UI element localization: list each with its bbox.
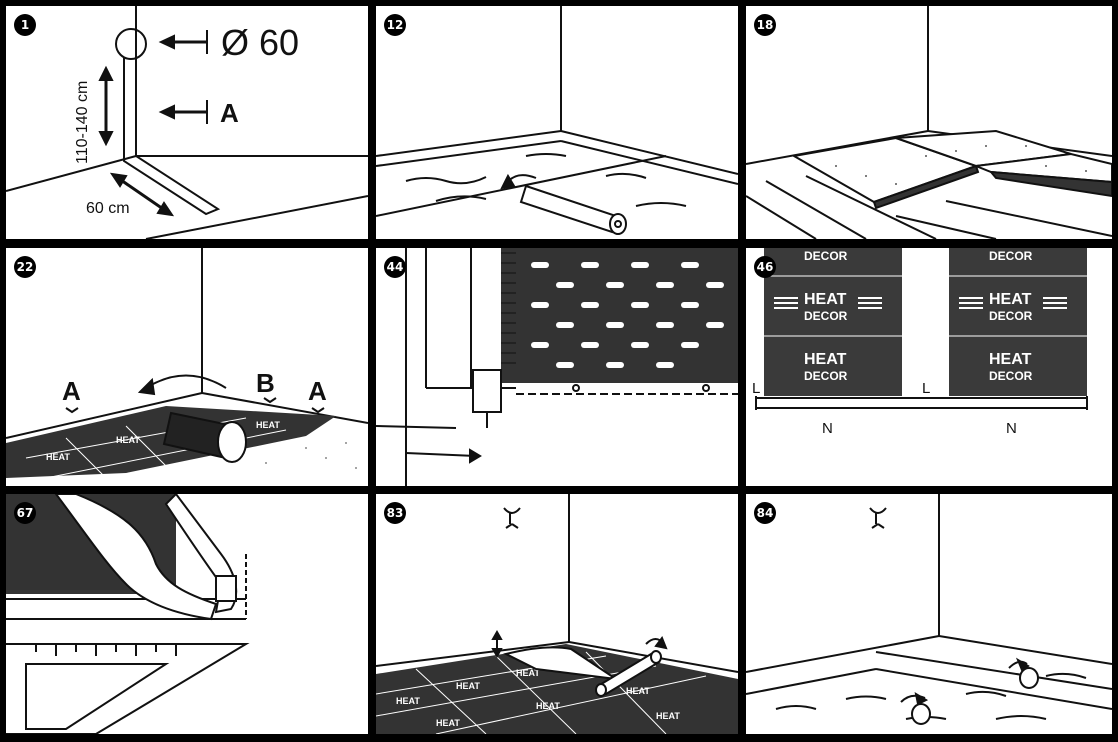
label-b: B: [256, 368, 275, 398]
step-badge: 46: [754, 256, 776, 278]
step-badge: 1: [14, 14, 36, 36]
insulation-boards-illustration: [746, 6, 1112, 239]
svg-text:HEAT: HEAT: [396, 696, 420, 706]
step-badge: 84: [754, 502, 776, 524]
panel-step-44: 44: [376, 248, 738, 486]
floor-panels-illustration: [746, 494, 1112, 725]
svg-text:HEAT: HEAT: [656, 711, 680, 721]
mat-decor-text: DECOR: [804, 249, 848, 263]
mat-heat-text: HEAT: [804, 351, 847, 368]
thermostat-installation-illustration: [6, 6, 368, 239]
step-badge: 22: [14, 256, 36, 278]
svg-text:HEAT: HEAT: [516, 668, 540, 678]
panel-step-83: 83 HEAT HEAT HEAT HEAT HEAT HEAT HEAT: [376, 494, 738, 734]
svg-text:HEAT: HEAT: [116, 435, 140, 445]
thermostat-box-icon: [115, 28, 147, 60]
mat-decor-text: DECOR: [804, 309, 848, 323]
heating-mat-rolling-illustration: HEAT HEAT HEAT: [6, 248, 368, 479]
svg-text:HEAT: HEAT: [256, 420, 280, 430]
panel-step-18: 18: [746, 6, 1112, 239]
label-a-right: A: [308, 376, 327, 406]
heating-mat-right: DECOR HEAT DECOR HEAT DECOR: [949, 248, 1087, 396]
step-badge: 83: [384, 502, 406, 524]
protective-film-illustration: HEAT HEAT HEAT HEAT HEAT HEAT HEAT: [376, 494, 738, 734]
step-badge: 44: [384, 256, 406, 278]
svg-text:HEAT: HEAT: [436, 718, 460, 728]
person-icon: [503, 507, 521, 529]
dimension-a-label: A: [220, 98, 239, 128]
panel-step-46: 46 DECOR HEAT DECOR HEAT DECOR DECOR HEA…: [746, 248, 1112, 486]
heating-mat-left: DECOR HEAT DECOR HEAT DECOR: [764, 248, 902, 396]
panel-step-84: 84: [746, 494, 1112, 734]
sensor-placement-illustration: [376, 248, 738, 486]
svg-text:HEAT: HEAT: [626, 686, 650, 696]
mat-heat-text: HEAT: [989, 291, 1032, 308]
panel-step-12: 12: [376, 6, 738, 239]
panel-step-22: 22 HEAT HEAT HEAT: [6, 248, 368, 486]
step-badge: 18: [754, 14, 776, 36]
label-n-right: N: [1006, 420, 1017, 437]
panel-step-1: 1 Ø 60: [6, 6, 368, 239]
step-badge: 67: [14, 502, 36, 524]
diameter-label: Ø 60: [221, 22, 300, 63]
mat-decor-text: DECOR: [989, 309, 1033, 323]
svg-text:HEAT: HEAT: [46, 452, 70, 462]
svg-text:HEAT: HEAT: [456, 681, 480, 691]
mat-wiring-illustration: DECOR HEAT DECOR HEAT DECOR DECOR HEAT D…: [755, 248, 1088, 410]
label-a-left: A: [62, 376, 81, 406]
width-label: 60 cm: [86, 200, 130, 217]
height-label: 110-140 cm: [74, 80, 91, 164]
mat-cutting-illustration: [6, 494, 250, 734]
mat-heat-text: HEAT: [804, 291, 847, 308]
label-l-right: L: [922, 380, 931, 397]
step-badge: 12: [384, 14, 406, 36]
mat-decor-text: DECOR: [804, 369, 848, 383]
mat-heat-text: HEAT: [989, 351, 1032, 368]
panel-step-67: 67: [6, 494, 368, 734]
svg-text:HEAT: HEAT: [536, 701, 560, 711]
label-l-left: L: [752, 380, 761, 397]
underlay-rolling-illustration: [376, 6, 738, 235]
label-n-left: N: [822, 420, 833, 437]
mat-decor-text: DECOR: [989, 369, 1033, 383]
person-icon: [869, 507, 887, 529]
mat-decor-text: DECOR: [989, 249, 1033, 263]
